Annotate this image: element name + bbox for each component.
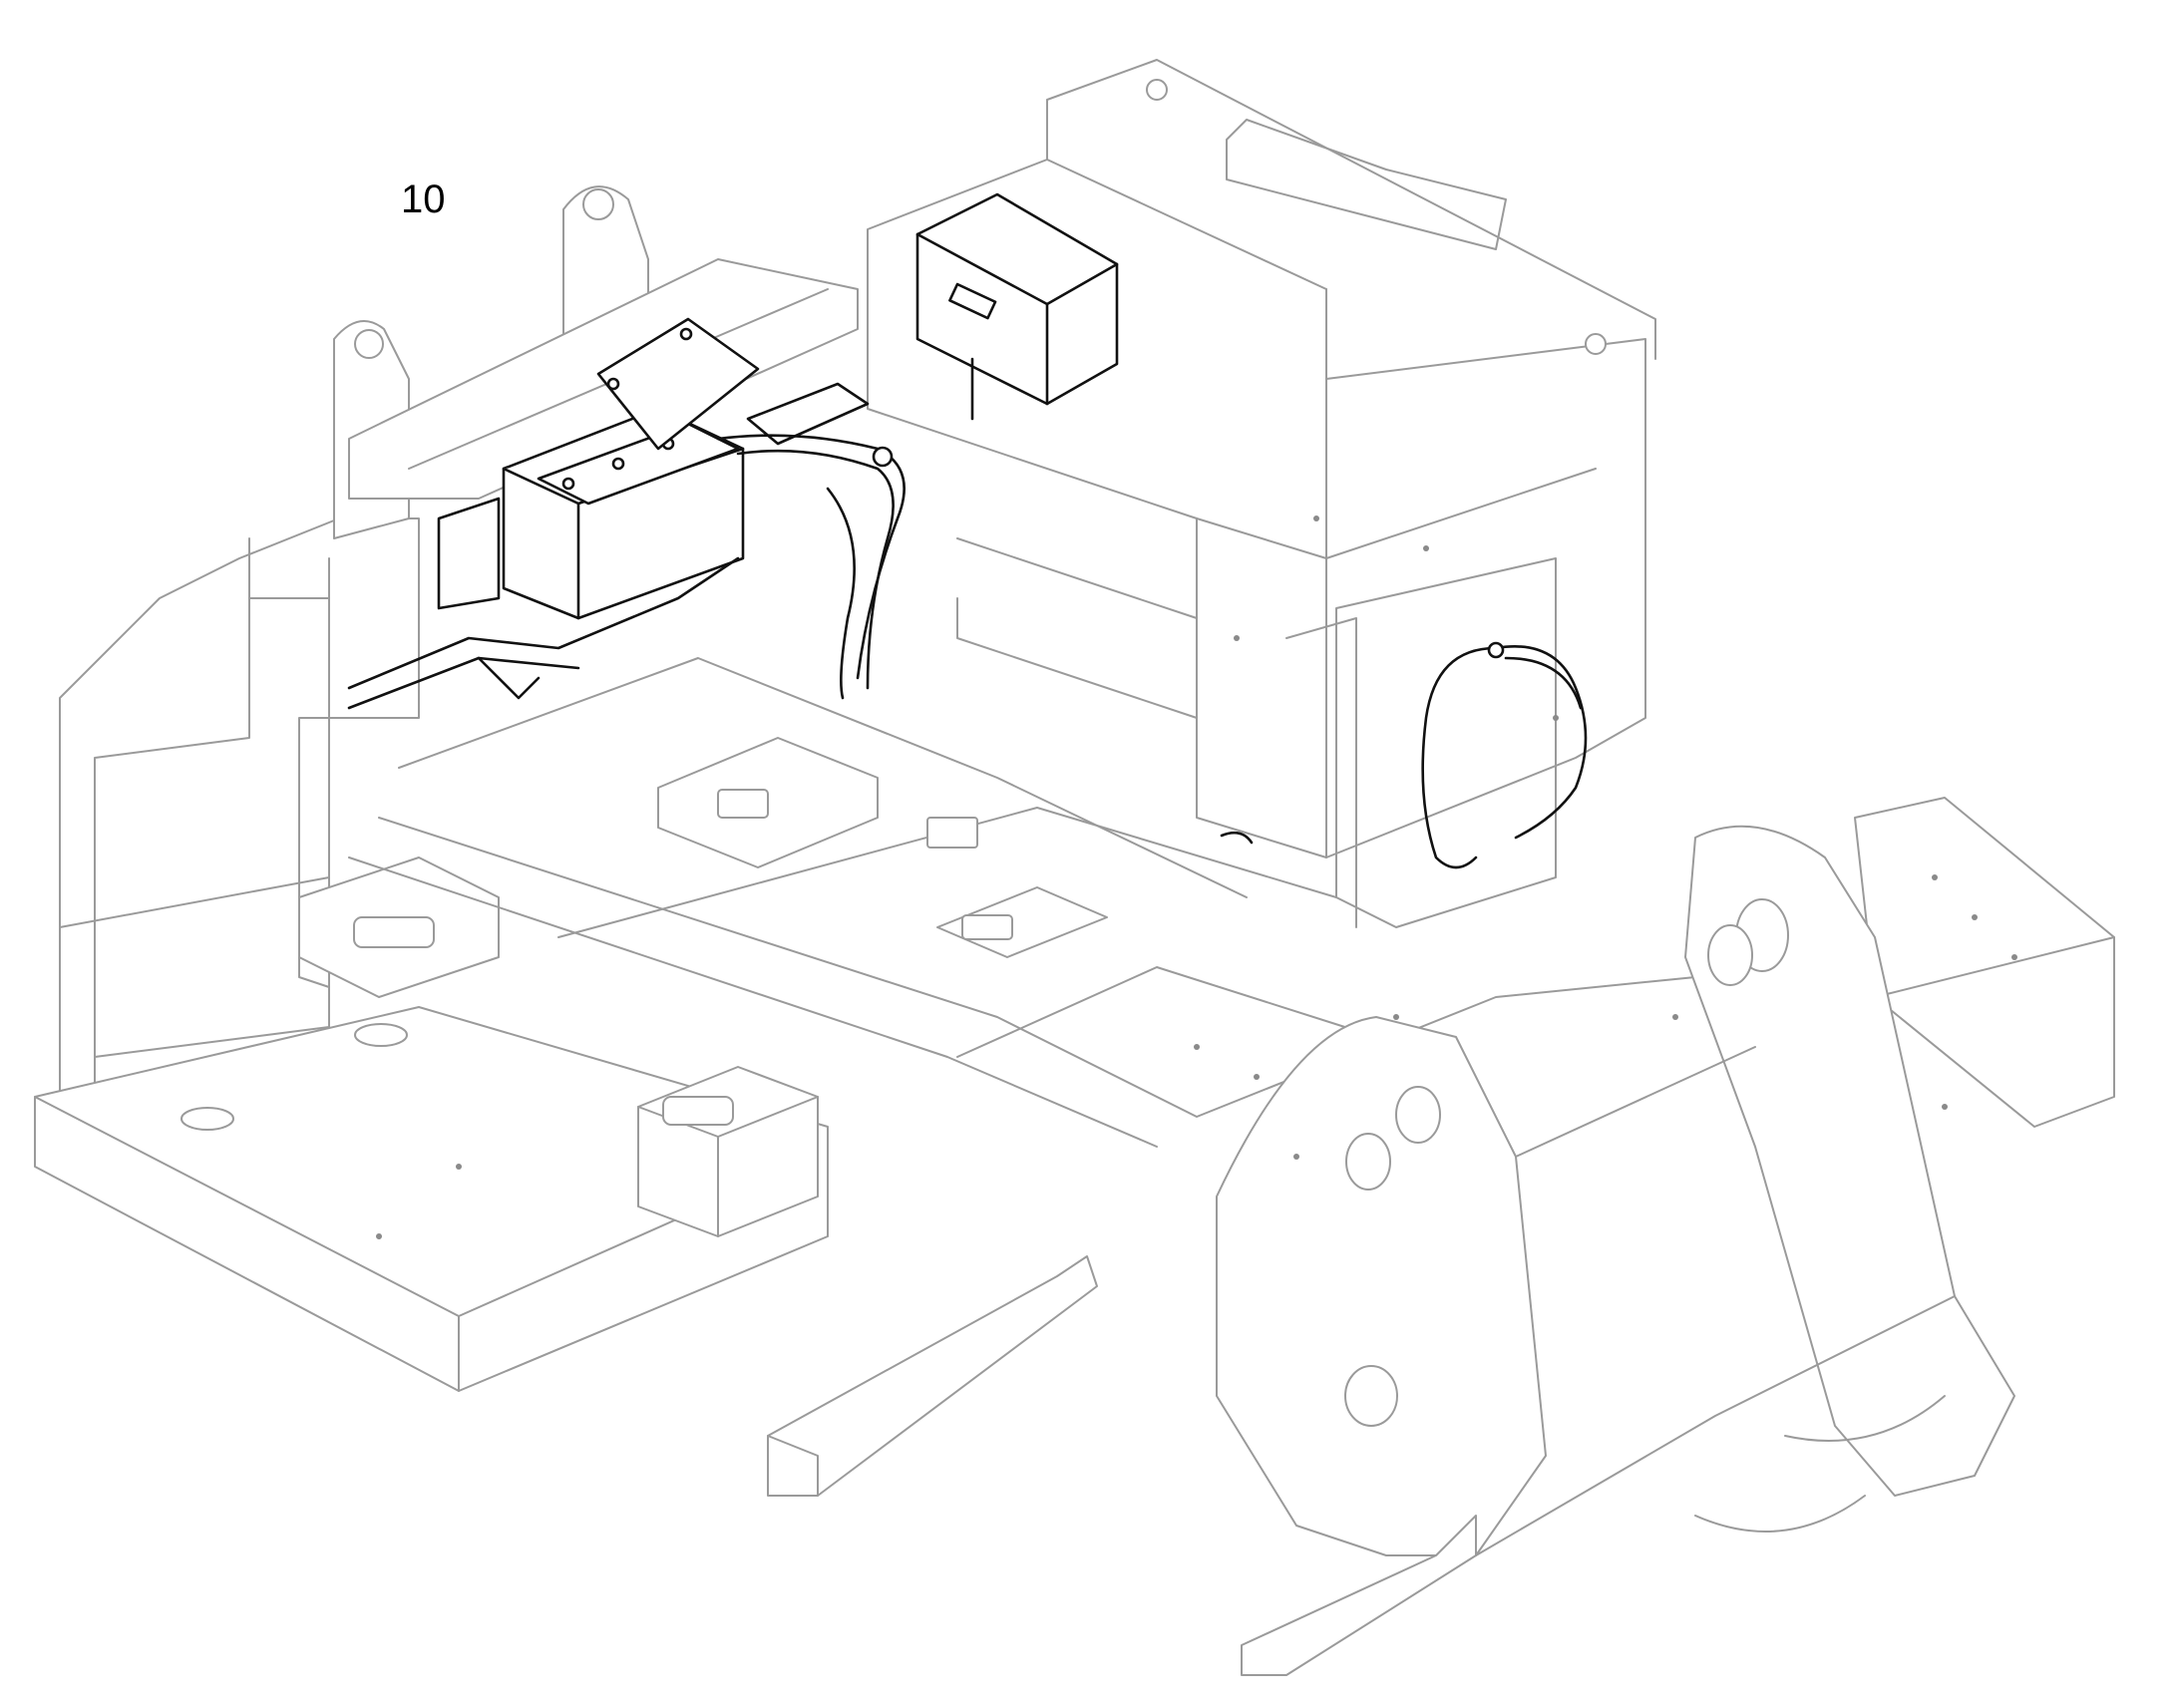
- callout-label: 10: [401, 177, 446, 221]
- battery-cover-bracket: [596, 317, 870, 451]
- wiring-harness-left: [716, 434, 906, 700]
- battery-box: [347, 407, 745, 710]
- fastener-dots: [376, 515, 2017, 1239]
- highlighted-parts: [347, 192, 1588, 869]
- wiring-harness-right: [1220, 641, 1588, 869]
- chassis-frame: [34, 59, 2115, 1676]
- control-unit-box: [915, 192, 1119, 421]
